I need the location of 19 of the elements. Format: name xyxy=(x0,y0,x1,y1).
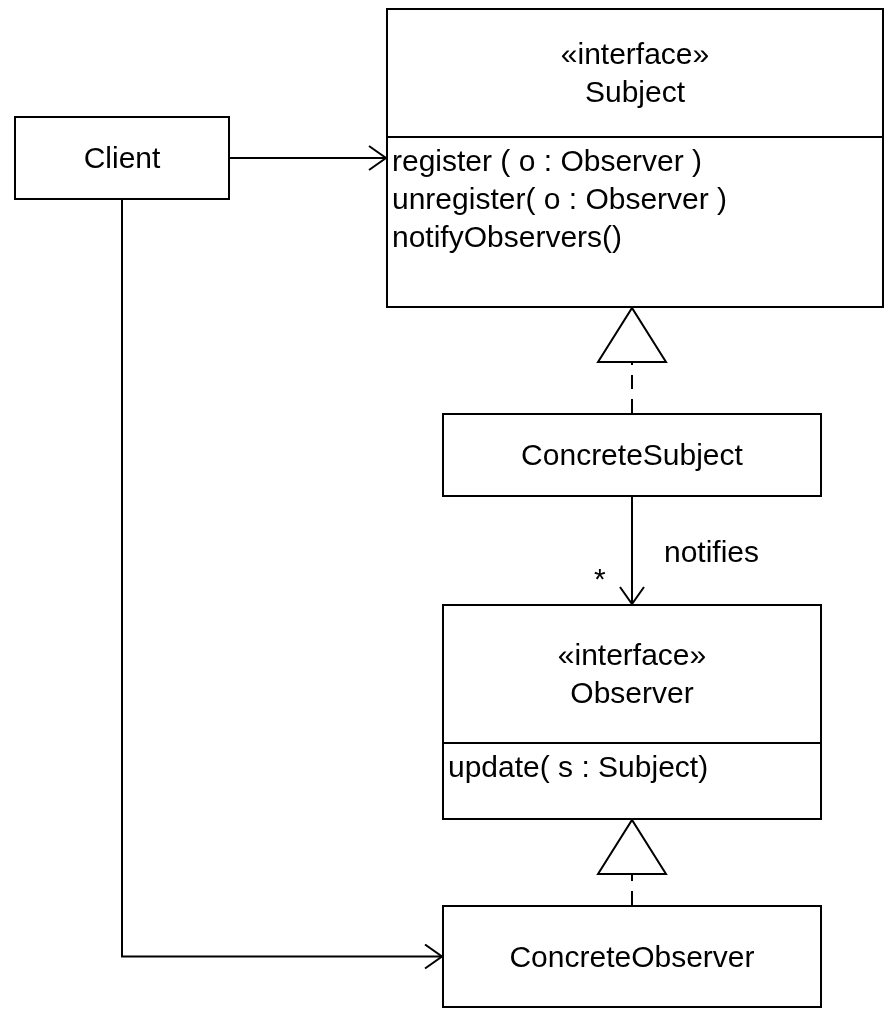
method-signature: unregister( o : Observer ) xyxy=(392,181,729,217)
class-name: «interface» Subject xyxy=(559,36,711,110)
class-name: «interface» Observer xyxy=(556,637,708,711)
class-name: ConcreteSubject xyxy=(521,437,743,473)
realization-arrow xyxy=(597,307,667,414)
class-name: ConcreteObserver xyxy=(509,938,755,975)
class-box xyxy=(442,905,822,1008)
client-class-box xyxy=(14,116,230,200)
interface-class-box xyxy=(442,604,822,820)
realization-arrow xyxy=(597,819,667,906)
interface-class-box xyxy=(386,8,884,308)
association-arrow xyxy=(229,145,387,171)
class-box xyxy=(442,413,822,497)
class-name: Client xyxy=(83,140,161,176)
association-arrow xyxy=(619,496,645,605)
method-signature: notifyObservers() xyxy=(392,219,624,255)
association-arrow xyxy=(121,199,443,970)
method-signature: update( s : Subject) xyxy=(448,749,710,785)
method-signature: register ( o : Observer ) xyxy=(392,143,704,179)
